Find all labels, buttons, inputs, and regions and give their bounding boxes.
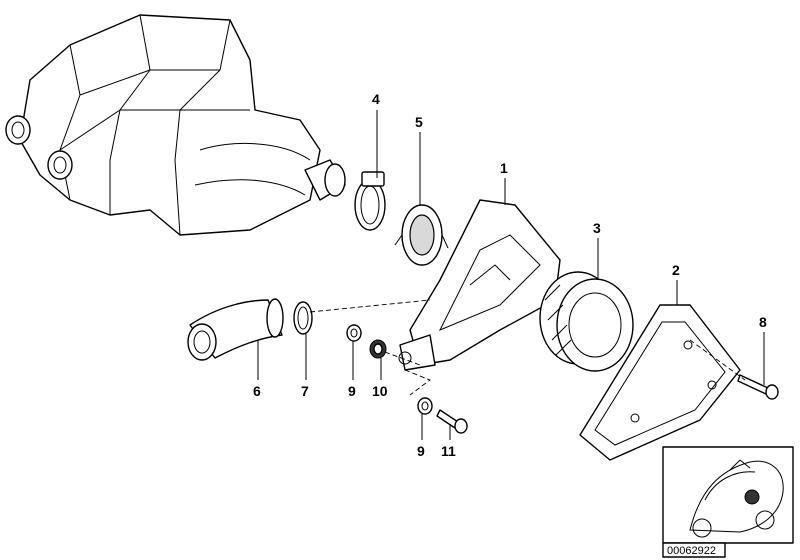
callout-2: 2 xyxy=(672,262,680,278)
callout-7: 7 xyxy=(301,383,309,399)
callout-8: 8 xyxy=(759,314,767,330)
part-2-filter-cover xyxy=(579,304,741,461)
callout-5: 5 xyxy=(415,114,423,130)
part-3-filter-element xyxy=(539,271,634,372)
part-8-screw xyxy=(737,374,779,400)
leader-lines xyxy=(257,110,765,440)
part-10-grommet xyxy=(369,339,387,359)
part-9-washer-lower xyxy=(417,397,433,415)
callout-10: 10 xyxy=(372,383,388,399)
part-4-hose-clamp xyxy=(354,171,386,231)
part-11-bolt xyxy=(436,409,468,434)
reference-number-box: 00062922 xyxy=(662,542,726,558)
air-box-housing xyxy=(5,14,346,236)
callout-11: 11 xyxy=(441,443,456,459)
callout-3: 3 xyxy=(593,220,601,236)
callout-1: 1 xyxy=(500,160,508,176)
reference-number: 00062922 xyxy=(667,545,716,557)
callout-labels: 4 5 1 3 2 8 6 7 9 10 9 11 xyxy=(253,91,767,459)
callout-9-lower: 9 xyxy=(417,443,425,459)
part-7-seal-ring xyxy=(293,301,313,335)
callout-6: 6 xyxy=(253,383,261,399)
assembly-lines xyxy=(309,299,746,396)
part-5-rubber-sleeve xyxy=(394,204,449,266)
part-6-intake-elbow xyxy=(187,298,284,361)
part-9-washer-upper xyxy=(346,324,362,342)
callout-9-upper: 9 xyxy=(348,383,356,399)
callout-4: 4 xyxy=(372,91,380,107)
location-inset xyxy=(662,446,794,544)
